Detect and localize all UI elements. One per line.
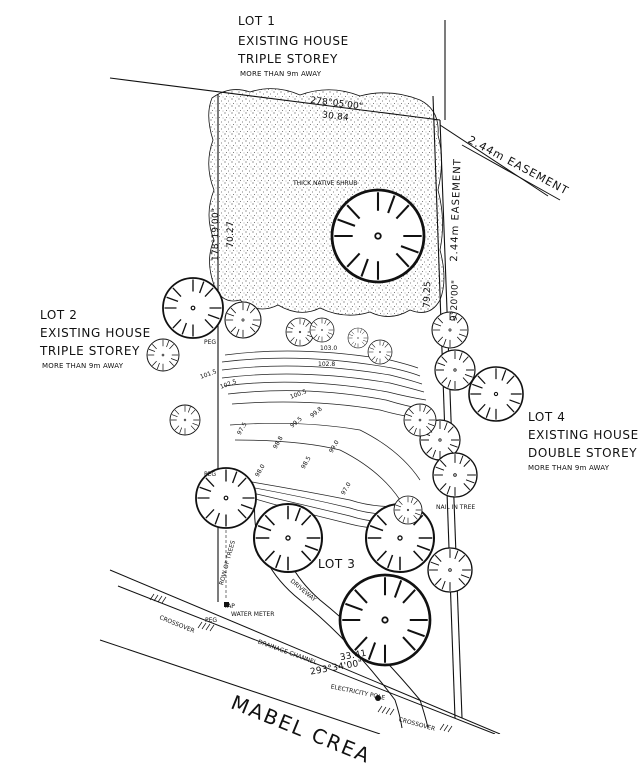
tap-label: TAP xyxy=(224,603,235,610)
lot1-line2: TRIPLE STOREY xyxy=(238,52,338,66)
tree-l xyxy=(252,502,324,574)
lot4-line2: DOUBLE STOREY xyxy=(528,446,638,460)
east-bearing: 9°20'00" xyxy=(449,279,461,322)
lot3-name: LOT 3 xyxy=(318,557,356,571)
contour-label: 102.8 xyxy=(318,361,336,368)
nail-label: NAIL IN TREE xyxy=(436,504,476,511)
tree-h xyxy=(434,349,476,391)
water-meter-label: WATER METER xyxy=(231,611,275,618)
peg-label-3: PEG xyxy=(204,471,217,478)
lot2-name: LOT 2 xyxy=(40,308,78,322)
west-length: 70.27 xyxy=(225,221,236,248)
property-boundary xyxy=(109,20,463,719)
lot4-name: LOT 4 xyxy=(528,410,566,424)
tree-e xyxy=(367,339,393,365)
tree-p xyxy=(403,403,437,437)
lot1-line1: EXISTING HOUSE xyxy=(238,34,349,48)
peg-label-2: PEG xyxy=(204,339,217,346)
water-meter-icon xyxy=(224,602,229,607)
lot2-note: MORE THAN 9m AWAY xyxy=(42,362,124,370)
tree-c xyxy=(309,317,335,343)
contour-label: 103.0 xyxy=(320,345,338,352)
tree-lot2-c xyxy=(169,404,201,436)
lot1-name: LOT 1 xyxy=(238,14,276,28)
tree-q xyxy=(393,495,423,525)
road-edges xyxy=(99,569,501,734)
tree-lot2-b xyxy=(146,338,180,372)
peg-label-1: PEG xyxy=(205,617,218,624)
lot2-line1: EXISTING HOUSE xyxy=(40,326,151,340)
crossover-marks xyxy=(149,593,453,733)
tree-j xyxy=(432,452,478,498)
site-plan-drawing xyxy=(99,20,561,734)
tree-b xyxy=(285,317,315,347)
lot1-note: MORE THAN 9m AWAY xyxy=(240,70,322,78)
lot4-line1: EXISTING HOUSE xyxy=(528,428,639,442)
tree-large-shrub xyxy=(330,188,426,284)
tree-o xyxy=(427,547,473,593)
tree-lot2-a xyxy=(162,277,224,339)
shrub-label: THICK NATIVE SHRUB xyxy=(293,180,358,187)
tree-d xyxy=(347,327,369,349)
lot2-line2: TRIPLE STOREY xyxy=(40,344,140,358)
west-bearing: 178°19'00" xyxy=(211,207,222,262)
easement-leader xyxy=(439,124,561,201)
east-length: 79.25 xyxy=(422,280,434,309)
tree-a xyxy=(224,301,262,339)
lot4-note: MORE THAN 9m AWAY xyxy=(528,464,610,472)
electricity-pole-icon xyxy=(375,695,381,701)
tree-g xyxy=(468,366,524,422)
